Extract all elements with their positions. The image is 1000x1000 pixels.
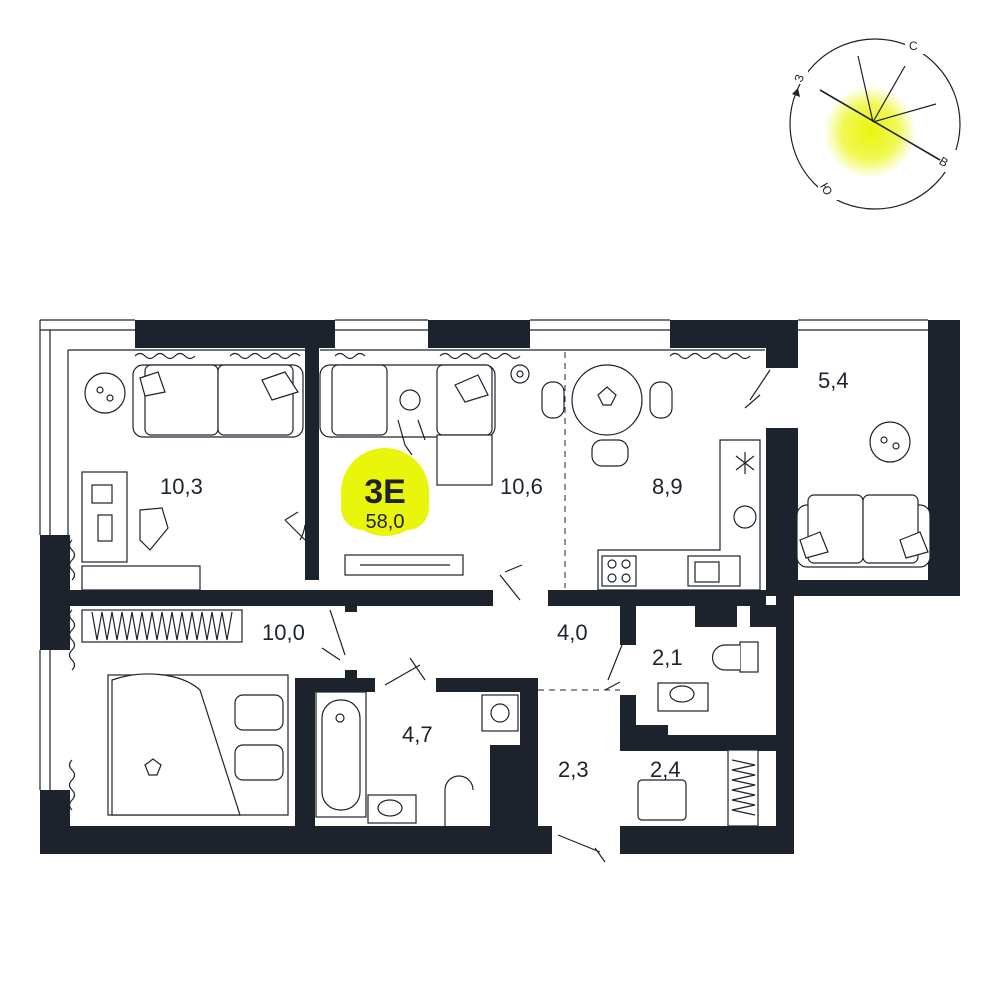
sofa-bedroom-top — [132, 364, 304, 438]
toilet-sink — [657, 682, 709, 712]
dining-table — [541, 364, 673, 467]
walls — [40, 320, 960, 854]
sofa-balcony — [796, 494, 931, 568]
zone-separators — [538, 352, 620, 691]
side-table-icon — [84, 372, 126, 414]
area-entrance-hall: 2,3 — [558, 757, 589, 782]
area-hallway: 4,0 — [557, 620, 588, 645]
desk-bedroom-top — [81, 471, 201, 591]
area-kitchen: 8,9 — [652, 474, 683, 499]
doors — [284, 369, 771, 863]
curtains-top — [134, 352, 751, 360]
compass-south: Ю — [817, 180, 835, 198]
bathroom-sink — [367, 794, 417, 824]
area-storage: 2,4 — [650, 757, 681, 782]
furniture — [68, 352, 931, 828]
sofa-living — [319, 364, 496, 486]
apartment-total-area: 58,0 — [366, 511, 405, 533]
compass-west: З — [791, 72, 807, 84]
area-toilet: 2,1 — [652, 645, 683, 670]
area-balcony: 5,4 — [818, 368, 849, 393]
compass-north: С — [909, 39, 918, 53]
storage-box — [637, 779, 687, 821]
compass-circle — [789, 38, 961, 210]
storage-rack — [727, 749, 759, 827]
kitchen-counter — [597, 439, 761, 591]
balcony-table-icon — [869, 421, 911, 463]
lamp-icon — [510, 364, 530, 384]
sun-glow — [824, 86, 916, 178]
area-bedroom-top-left: 10,3 — [160, 474, 203, 499]
apartment-type: 3E — [364, 473, 406, 511]
compass: С В Ю З — [789, 36, 961, 210]
area-bedroom-bottom-left: 10,0 — [262, 620, 305, 645]
area-living-room: 10,6 — [500, 474, 543, 499]
toilet-fixture — [711, 641, 759, 673]
wardrobe — [81, 609, 243, 643]
window-frames — [39, 319, 928, 790]
bathtub — [315, 691, 367, 818]
washing-machine-icon — [481, 694, 519, 732]
towel-rail-icon — [444, 775, 474, 828]
curtains-left — [68, 539, 76, 811]
room-labels: 10,3 10,6 8,9 5,4 10,0 4,0 2,1 4,7 2,3 2… — [160, 368, 849, 782]
area-bathroom: 4,7 — [402, 722, 433, 747]
compass-arrow-icon — [792, 88, 800, 97]
bed — [107, 673, 289, 816]
tv-stand — [344, 554, 464, 576]
compass-rays — [819, 55, 941, 161]
apartment-badge: 3E 58,0 — [341, 448, 429, 536]
